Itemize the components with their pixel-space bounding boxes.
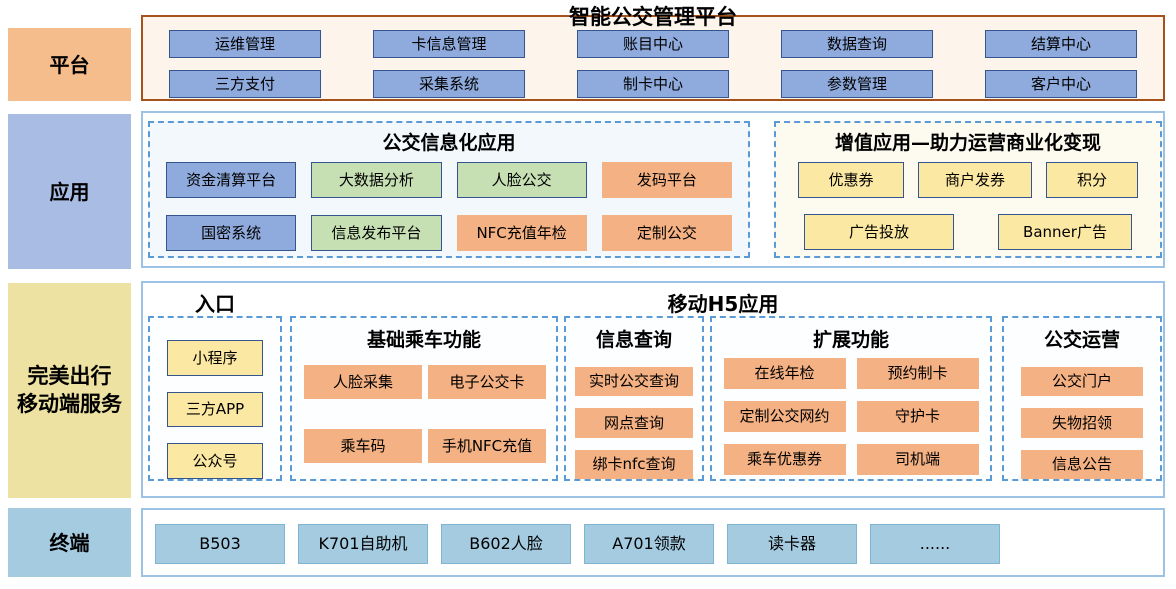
application-item: NFC充值年检: [456, 215, 587, 251]
bus-operation-title: 公交运营: [1043, 329, 1120, 351]
basic-ride-section: 基础乘车功能 人脸采集 电子公交卡 乘车码 手机NFC充值: [290, 316, 558, 481]
bus-informatization-grid: 资金清算平台 大数据分析 人脸公交 发码平台 国密系统 信息发布平台 NFC充值…: [150, 155, 748, 251]
terminal-item: 读卡器: [727, 524, 857, 564]
platform-item: 卡信息管理: [373, 30, 525, 58]
info-query-section: 信息查询 实时公交查询 网点查询 绑卡nfc查询: [564, 316, 704, 481]
value-added-item: Banner广告: [998, 214, 1132, 250]
application-item: 定制公交: [601, 215, 732, 251]
bus-informatization-group: 公交信息化应用 资金清算平台 大数据分析 人脸公交 发码平台 国密系统 信息发布…: [148, 121, 750, 258]
entry-item: 小程序: [167, 340, 263, 376]
mobile-function-item: 公交门户: [1021, 367, 1143, 397]
mobile-function-item: 乘车优惠券: [723, 444, 846, 475]
mobile-function-item: 司机端: [856, 444, 979, 475]
row-label-mobile: 完美出行 移动端服务: [8, 283, 131, 498]
entry-title: 入口: [195, 292, 235, 316]
bus-informatization-title: 公交信息化应用: [382, 132, 516, 154]
mobile-function-item: 实时公交查询: [575, 367, 693, 397]
mobile-function-item: 在线年检: [723, 358, 846, 389]
row-label-platform: 平台: [8, 28, 131, 101]
mobile-function-item: 人脸采集: [304, 365, 422, 399]
value-added-row1: 优惠券 商户发券 积分: [776, 155, 1160, 198]
application-item: 信息发布平台: [311, 215, 442, 251]
mobile-box: 入口 移动H5应用 小程序 三方APP 公众号 基础乘车功能 人脸采集 电子公交…: [141, 281, 1165, 498]
bus-operation-section: 公交运营 公交门户 失物招领 信息公告: [1002, 316, 1162, 481]
platform-item: 运维管理: [169, 30, 321, 58]
application-item: 人脸公交: [456, 162, 587, 198]
value-added-item: 优惠券: [798, 162, 904, 198]
value-added-group: 增值应用—助力运营商业化变现 优惠券 商户发券 积分 广告投放 Banner广告: [774, 121, 1162, 258]
platform-item: 参数管理: [781, 70, 933, 98]
basic-ride-title: 基础乘车功能: [366, 329, 481, 351]
entry-item: 三方APP: [167, 391, 263, 428]
platform-item: 三方支付: [169, 70, 321, 98]
mobile-function-item: 预约制卡: [856, 358, 979, 389]
value-added-title: 增值应用—助力运营商业化变现: [834, 132, 1101, 154]
info-query-title: 信息查询: [595, 329, 672, 351]
application-item: 发码平台: [601, 162, 732, 198]
mobile-function-item: 失物招领: [1021, 408, 1143, 438]
value-added-row2: 广告投放 Banner广告: [776, 198, 1160, 250]
mobile-function-item: 手机NFC充值: [428, 429, 546, 463]
terminal-item: B503: [155, 524, 285, 564]
application-item: 国密系统: [166, 215, 297, 251]
entry-item: 公众号: [167, 443, 263, 480]
row-label-platform-text: 平台: [49, 52, 90, 77]
terminal-box: B503 K701自助机 B602人脸 A701领款 读卡器 ......: [141, 508, 1165, 577]
mobile-function-item: 绑卡nfc查询: [575, 449, 693, 479]
mobile-function-item: 乘车码: [304, 429, 422, 463]
mobile-function-item: 网点查询: [575, 408, 693, 438]
diagram-title: 智能公交管理平台: [569, 5, 737, 29]
platform-item: 制卡中心: [577, 70, 729, 98]
mobile-function-item: 定制公交网约: [723, 401, 846, 432]
application-item: 大数据分析: [311, 162, 442, 198]
terminal-row: B503 K701自助机 B602人脸 A701领款 读卡器 ......: [143, 510, 1163, 564]
extended-functions-section: 扩展功能 在线年检 预约制卡 定制公交网约 守护卡 乘车优惠券 司机端: [710, 316, 992, 481]
platform-item: 采集系统: [373, 70, 525, 98]
value-added-item: 商户发券: [918, 162, 1032, 198]
terminal-item: A701领款: [584, 524, 714, 564]
mobile-h5-title: 移动H5应用: [667, 292, 779, 316]
row-label-terminal-text: 终端: [49, 530, 90, 555]
platform-item: 数据查询: [781, 30, 933, 58]
row-label-mobile-line1: 完美出行: [27, 364, 112, 389]
terminal-item: K701自助机: [298, 524, 428, 564]
row-label-application-text: 应用: [49, 179, 90, 204]
platform-item: 客户中心: [985, 70, 1137, 98]
application-box: 公交信息化应用 资金清算平台 大数据分析 人脸公交 发码平台 国密系统 信息发布…: [141, 111, 1165, 268]
mobile-function-item: 电子公交卡: [428, 365, 546, 399]
extended-functions-title: 扩展功能: [812, 329, 889, 351]
platform-item: 账目中心: [577, 30, 729, 58]
platform-item: 结算中心: [985, 30, 1137, 58]
terminal-item: ......: [870, 524, 1000, 564]
value-added-item: 广告投放: [804, 214, 954, 250]
value-added-item: 积分: [1046, 162, 1138, 198]
platform-box: 运维管理 卡信息管理 账目中心 数据查询 结算中心 三方支付 采集系统 制卡中心…: [141, 15, 1165, 101]
terminal-item: B602人脸: [441, 524, 571, 564]
platform-grid: 运维管理 卡信息管理 账目中心 数据查询 结算中心 三方支付 采集系统 制卡中心…: [143, 17, 1163, 98]
application-item: 资金清算平台: [166, 162, 297, 198]
row-label-terminal: 终端: [8, 508, 131, 577]
row-label-mobile-line2: 移动端服务: [17, 391, 122, 416]
mobile-function-item: 守护卡: [856, 401, 979, 432]
mobile-function-item: 信息公告: [1021, 449, 1143, 479]
entry-section: 小程序 三方APP 公众号: [148, 316, 282, 481]
row-label-application: 应用: [8, 114, 131, 269]
